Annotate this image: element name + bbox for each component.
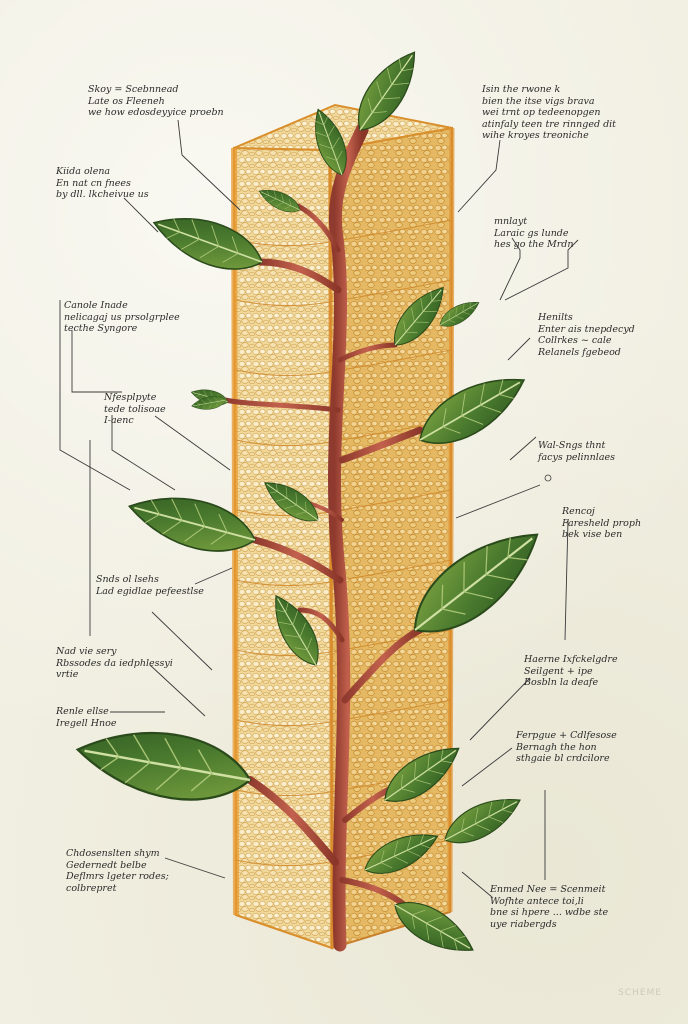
annotation-line: Collrkes ~ cale	[538, 335, 612, 346]
annotation-line: Faresheld proph	[562, 517, 642, 529]
annotation-line: bien the itse vigs brava	[482, 95, 595, 107]
annotation-line: Lad egidlae pefeestlse	[96, 585, 204, 597]
annotation-line: Wofhte antece toi,li	[490, 895, 584, 907]
annotation-line: sthgaie bl crdcilore	[516, 753, 610, 764]
annotation-line: Iregell Hnoe	[56, 717, 117, 729]
annotation-line: bne si hpere ... wdbe ste	[490, 907, 609, 918]
annotation-line: Late os Fleeneh	[88, 95, 165, 107]
annotation-line: uye riabergds	[490, 918, 557, 930]
annotation-line: bek vise ben	[562, 529, 623, 540]
annotation-line: Bosbln la deafe	[524, 677, 599, 688]
annotation-right-1: mnlayt Laraic gs lunde hes go the Mrdn	[494, 216, 574, 251]
annotation-line: hes go the Mrdn	[494, 239, 574, 250]
annotation-right-7: Enmed Nee = Scenmeit Wofhte antece toi,l…	[490, 884, 608, 930]
annotation-top-right: Isin the rwone k bien the itse vigs brav…	[482, 84, 616, 142]
annotation-right-5: Haerne Ixfckelgdre Seilgent + ipe Bosbln…	[524, 654, 618, 689]
annotation-line: Enter ais tnepdecyd	[538, 323, 635, 335]
annotation-line: wei trnt op tedeenopgen	[482, 107, 601, 118]
annotation-line: Nad vie sery	[56, 646, 117, 657]
annotation-line: mnlayt	[494, 216, 528, 227]
annotation-line: by dll. lkcheivue us	[56, 189, 149, 200]
annotation-left-6: Chdosenslten shym Gedernedt belbe Deflmr…	[66, 848, 169, 894]
annotation-line: atinfaly teen tre rinnged dit	[482, 118, 617, 130]
annotation-line: Wal-Sngs thnt	[538, 440, 606, 451]
annotation-line: Laraic gs lunde	[494, 227, 569, 239]
annotation-left-1: Canole Inade nelicagaj us prsolgrplee te…	[64, 300, 180, 335]
annotation-line: Rencoj	[562, 506, 595, 517]
annotation-line: Isin the rwone k	[482, 84, 561, 95]
annotation-line: colbrepret	[66, 882, 117, 894]
annotation-line: I-aenc	[104, 415, 134, 426]
annotation-left-2: Nfesplpyte tede tolisoae I-aenc	[104, 392, 166, 427]
annotation-line: Nfesplpyte	[104, 392, 157, 403]
annotation-line: facys pelinnlaes	[538, 451, 615, 463]
annotation-line: En nat cn fnees	[56, 177, 131, 189]
annotation-line: Kiida olena	[56, 166, 111, 177]
artist-signature: SCHEME	[618, 988, 662, 998]
annotation-top-left: Skoy = Scebnnead Late os Fleeneh we how …	[88, 84, 224, 119]
annotation-line: Haerne Ixfckelgdre	[524, 654, 618, 665]
annotation-upper-left: Kiida olena En nat cn fnees by dll. lkch…	[56, 166, 149, 201]
annotation-line: tecthe Syngore	[64, 323, 138, 334]
annotation-left-4: Nad vie sery Rbssodes da iedphlessyi vrt…	[56, 646, 173, 681]
annotation-line: wihe kroyes treoniche	[482, 130, 589, 141]
annotation-line: Relanels fgebeod	[538, 346, 621, 358]
annotation-line: Seilgent + ipe	[524, 665, 593, 677]
annotation-right-4: Rencoj Faresheld proph bek vise ben	[562, 506, 641, 541]
annotation-right-2: Henilts Enter ais tnepdecyd Collrkes ~ c…	[538, 312, 635, 358]
annotation-line: Rbssodes da iedphlessyi	[56, 657, 173, 669]
annotation-line: Bernagh the hon	[516, 741, 597, 753]
annotation-line: Canole Inade	[64, 300, 128, 311]
annotation-line: Skoy = Scebnnead	[88, 84, 179, 95]
annotation-right-3: Wal-Sngs thnt facys pelinnlaes	[538, 440, 615, 463]
annotation-line: Chdosenslten shym	[66, 848, 160, 859]
annotation-line: nelicagaj us prsolgrplee	[64, 311, 180, 323]
annotation-line: Snds ol lsehs	[96, 574, 159, 585]
annotation-line: Deflmrs lgeter rodes;	[66, 871, 169, 882]
annotation-left-5: Renle ellse Iregell Hnoe	[56, 706, 116, 729]
annotation-left-3: Snds ol lsehs Lad egidlae pefeestlse	[96, 574, 204, 597]
annotation-line: tede tolisoae	[104, 403, 166, 415]
annotation-line: we how edosdeyyice proebn	[88, 107, 224, 118]
annotation-line: Gedernedt belbe	[66, 859, 147, 871]
annotation-line: Ferpgue + Cdlfesose	[516, 730, 617, 741]
annotation-line: vrtie	[56, 669, 79, 680]
annotation-line: Enmed Nee = Scenmeit	[490, 884, 606, 895]
vine-stems	[222, 123, 424, 952]
annotation-line: Henilts	[538, 312, 573, 323]
annotation-right-6: Ferpgue + Cdlfesose Bernagh the hon sthg…	[516, 730, 617, 765]
leader-lines	[59, 119, 579, 898]
annotation-line: Renle ellse	[56, 706, 109, 717]
